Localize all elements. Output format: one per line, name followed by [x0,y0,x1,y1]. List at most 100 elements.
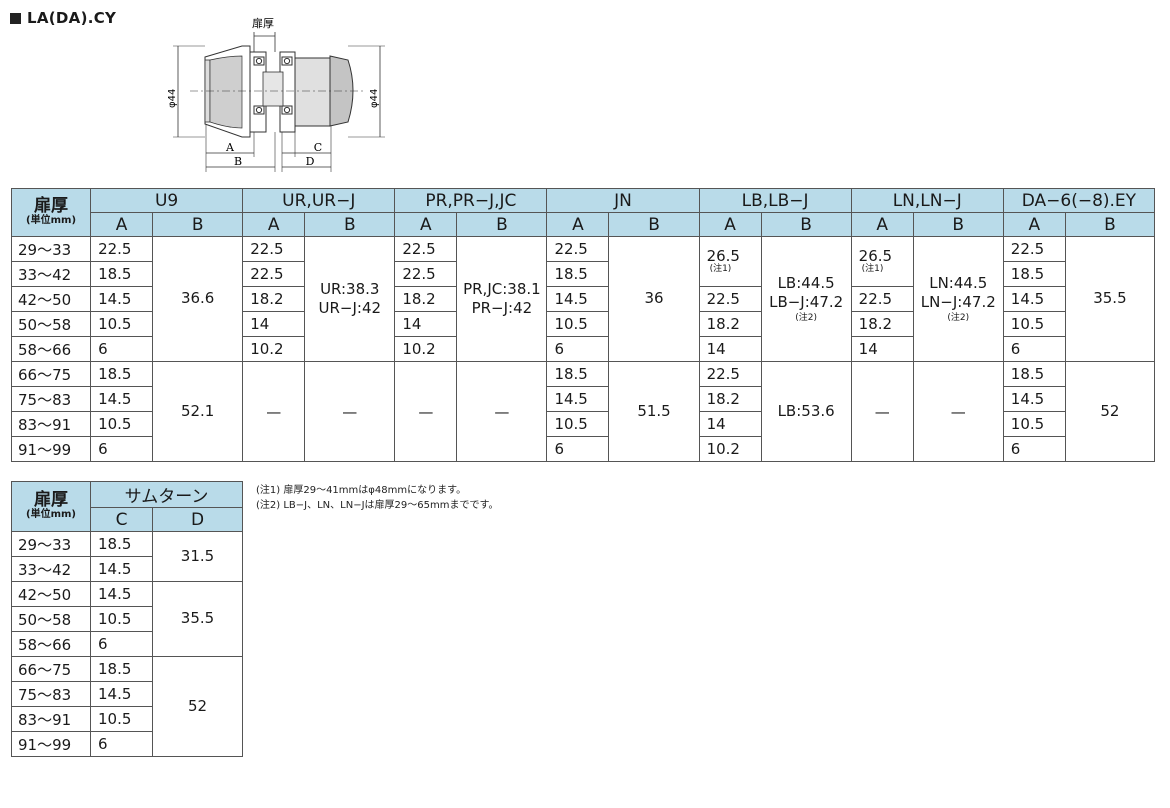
cell-u9-a: 18.5 [90,261,154,287]
cell-da-a: 18.5 [1002,261,1066,287]
cell-d: 52 [152,656,243,757]
cell-ln-a: 18.2 [850,311,914,337]
lb-b-line-2: LB−J:47.2 [769,293,844,312]
ln-a-top-value: 26.5 [858,246,893,265]
page-title: LA(DA).CY [10,9,116,27]
cell-c: 6 [90,731,153,757]
table-row: 50〜58 10.5 14 14 10.5 18.2 18.2 10.5 [10,311,1155,337]
lock-dimension-drawing: 扉厚 φ44 φ44 A B C D [167,17,385,172]
dim-d-label: D [306,155,315,168]
dim-a-label: A [225,141,235,154]
cell-ln-b: LN:44.5 LN−J:47.2 (注2) [912,236,1004,362]
cell-da-a: 22.5 [1002,236,1066,262]
row-header: 75〜83 [10,386,92,412]
lb-b-note: (注2) [795,312,818,323]
row-header: 66〜75 [10,361,92,387]
corner-unit: (単位mm) [26,509,76,521]
cell-ur-a: 10.2 [242,336,306,362]
table-row: 91〜99 6 [11,731,243,757]
group-header: サムターン [90,481,243,508]
col-a-header: A [546,212,610,237]
group-header: U9 [90,188,244,213]
cell-ln-a: 22.5 [850,286,914,312]
col-a-header: A [698,212,762,237]
page-title-text: LA(DA).CY [27,9,117,27]
row-header: 29〜33 [10,236,92,262]
cell-ur-a: 18.2 [242,286,306,312]
cell-da-a: 6 [1002,336,1066,362]
cell-c: 14.5 [90,581,153,607]
row-header: 29〜33 [11,531,91,557]
pr-b-line-2: PR−J:42 [471,299,533,317]
cell-u9-a: 18.5 [90,361,154,387]
cell-jn-a: 18.5 [546,361,610,387]
group-header: DA−6(−8).EY [1002,188,1156,213]
group-header: LB,LB−J [698,188,852,213]
row-header: 33〜42 [11,556,91,582]
cell-u9-a: 10.5 [90,311,154,337]
ln-b-line-2: LN−J:47.2 [920,293,996,312]
row-header: 50〜58 [11,606,91,632]
cell-c: 10.5 [90,706,153,732]
door-thickness-label: 扉厚 [252,17,274,30]
cell-u9-a: 14.5 [90,286,154,312]
corner-title: 扉厚 [34,196,69,217]
thumbturn-table: 扉厚 (単位mm) サムターン C D 29〜33 18.5 31.5 33〜4… [11,481,243,757]
cell-c: 14.5 [90,556,153,582]
corner-unit: (単位mm) [26,215,77,227]
cell-ur-a: 22.5 [242,261,306,287]
lb-a-note: (注1) [709,263,732,274]
cell-jn-b: 51.5 [608,361,700,462]
right-diameter-label: φ44 [369,89,380,108]
square-bullet-icon [10,13,21,24]
cell-jn-b: 36 [608,236,700,362]
cell-da-a: 14.5 [1002,386,1066,412]
cell-u9-b: 36.6 [152,236,244,362]
footnotes: (注1) 扉厚29〜41mmはφ48mmになります。 (注2) LB−J、LN、… [256,484,498,513]
cell-jn-a: 22.5 [546,236,610,262]
row-header: 42〜50 [11,581,91,607]
cell-ur-a-dash: — [242,361,306,462]
cell-da-a: 10.5 [1002,411,1066,437]
cell-u9-a: 10.5 [90,411,154,437]
corner-title: 扉厚 [34,490,68,511]
col-b-header: B [152,212,244,237]
table-row: 83〜91 10.5 [11,706,243,732]
cell-lb-a: 14 [698,336,762,362]
cell-d: 35.5 [152,581,243,657]
table-row: 50〜58 10.5 [11,606,243,632]
col-b-header: B [1064,212,1156,237]
footnote-2: (注2) LB−J、LN、LN−Jは扉厚29〜65mmまでです。 [256,499,499,511]
cell-lb-b: LB:53.6 [760,361,852,462]
col-b-header: B [456,212,548,237]
row-header: 83〜91 [11,706,91,732]
row-header: 83〜91 [10,411,92,437]
row-header: 42〜50 [10,286,92,312]
cell-pr-a-dash: — [394,361,458,462]
cell-jn-a: 6 [546,336,610,362]
dim-c-label: C [314,141,322,154]
table-row: 33〜42 18.5 22.5 22.5 18.5 18.5 [10,261,1155,287]
col-a-header: A [850,212,914,237]
cell-ur-b-dash: — [304,361,396,462]
cell-jn-a: 10.5 [546,411,610,437]
lb-b-line-1: LB:44.5 [777,273,835,292]
row-header: 66〜75 [11,656,91,682]
cell-c: 14.5 [90,681,153,707]
table-row: 66〜75 18.5 52.1 — — — — 18.5 51.5 22.5 L… [10,361,1156,462]
col-a-header: A [242,212,306,237]
col-b-header: B [608,212,700,237]
row-header: 50〜58 [10,311,92,337]
corner-header: 扉厚 (単位mm) [10,188,92,237]
pr-b-line-1: PR,JC:38.1 [463,279,541,298]
ln-b-line-1: LN:44.5 [929,273,988,292]
table-row: 42〜50 14.5 18.2 18.2 14.5 22.5 22.5 14.5 [10,286,1155,312]
cell-da-a: 10.5 [1002,311,1066,337]
cell-u9-a: 14.5 [90,386,154,412]
cell-lb-a: 14 [698,411,762,437]
cell-u9-a: 6 [90,436,154,462]
col-a-header: A [90,212,154,237]
cell-c: 18.5 [90,531,153,557]
ln-b-note: (注2) [947,312,970,323]
cell-u9-a: 22.5 [90,236,154,262]
